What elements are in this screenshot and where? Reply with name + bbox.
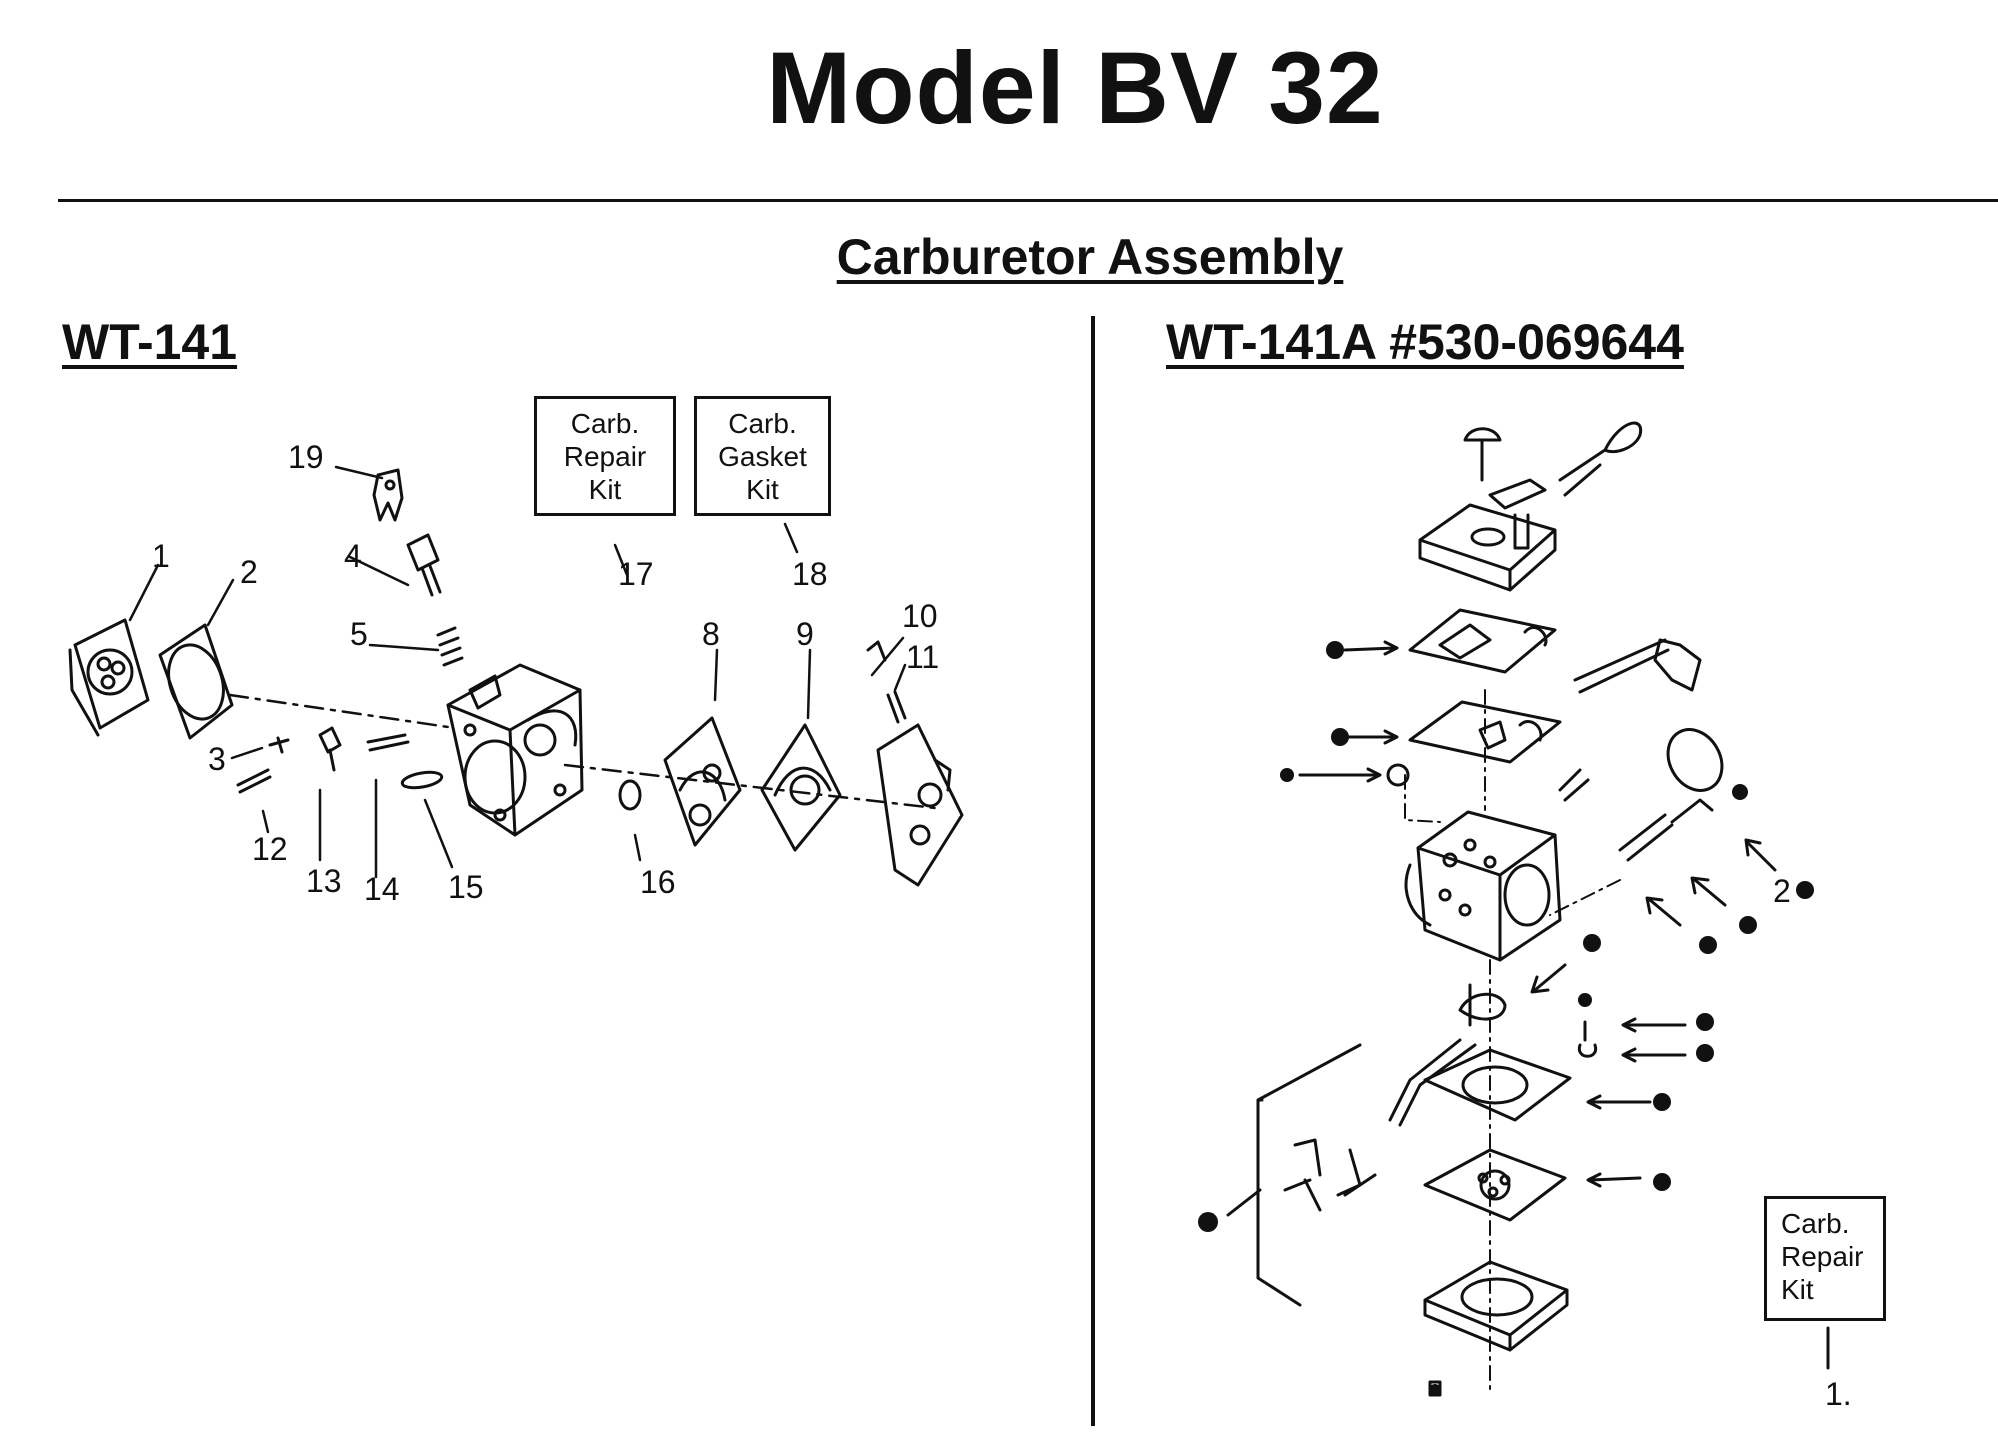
callout-1: 1 bbox=[152, 538, 170, 574]
idle-needle bbox=[1618, 798, 1714, 862]
assembly-axis bbox=[228, 693, 937, 810]
bullet-dot bbox=[1429, 1384, 1441, 1396]
fuel-pump-frame bbox=[1256, 1043, 1362, 1307]
carb-repair-kit-box: Carb. Repair Kit bbox=[534, 396, 676, 516]
metering-diaphragm bbox=[1423, 1148, 1567, 1222]
bullet-dot bbox=[1699, 936, 1717, 954]
lever-bracket bbox=[1488, 478, 1547, 510]
callout-19: 19 bbox=[288, 439, 324, 475]
bullet-dot bbox=[1732, 784, 1748, 800]
leader-lines bbox=[128, 465, 907, 879]
left-heading: WT-141 bbox=[62, 314, 238, 370]
metering-cover bbox=[1423, 1260, 1569, 1352]
top-cover bbox=[1418, 503, 1557, 592]
bullet-dot bbox=[1696, 1044, 1714, 1062]
section-subtitle: Carburetor Assembly bbox=[836, 229, 1344, 285]
part-2-gasket bbox=[158, 623, 234, 740]
right-carb-repair-kit-box: Carb. Repair Kit bbox=[1764, 1196, 1886, 1321]
part-1-cover-plate bbox=[68, 618, 150, 737]
callout-2-right: 2 bbox=[1773, 873, 1791, 909]
part-10-11-cover bbox=[866, 640, 964, 887]
top-screw bbox=[1463, 427, 1502, 482]
bullet-dot bbox=[1280, 768, 1294, 782]
bullet-dot bbox=[1739, 916, 1757, 934]
part-8-gasket bbox=[663, 716, 742, 847]
left-callouts: 1 2 3 4 5 8 9 10 11 12 13 14 15 16 17 18… bbox=[152, 439, 939, 907]
callout-10: 10 bbox=[902, 598, 938, 634]
part-13-needle bbox=[318, 726, 342, 772]
callout-9: 9 bbox=[796, 616, 814, 652]
bullet-dot bbox=[1326, 641, 1344, 659]
part-3-screw bbox=[268, 736, 290, 754]
part-16-washer bbox=[618, 779, 642, 811]
lever-parts bbox=[1283, 1138, 1377, 1212]
kit-line: Carb. bbox=[570, 408, 640, 439]
adjust-needle bbox=[1558, 421, 1643, 497]
left-exploded-view bbox=[68, 465, 964, 887]
callout-15: 15 bbox=[448, 869, 484, 905]
metering-gasket bbox=[1423, 1048, 1572, 1122]
kit-line: Kit bbox=[1781, 1274, 1814, 1305]
callout-17: 17 bbox=[618, 556, 654, 592]
small-washer bbox=[1386, 763, 1410, 787]
kit-line: Repair bbox=[1781, 1241, 1864, 1272]
callout-3: 3 bbox=[208, 741, 226, 777]
bullet-dot bbox=[1331, 728, 1349, 746]
callout-1-right: 1. bbox=[1825, 1376, 1852, 1412]
bullet-dot bbox=[1578, 993, 1592, 1007]
carb-gasket-kit-box: Carb. Gasket Kit bbox=[694, 396, 831, 516]
part-19-lever bbox=[372, 468, 404, 522]
column-divider bbox=[1091, 316, 1095, 1426]
arrows bbox=[1226, 640, 1830, 1370]
part-4-screw bbox=[406, 533, 442, 597]
bullet-dot bbox=[1653, 1093, 1671, 1111]
bullet-dot bbox=[1198, 1212, 1218, 1232]
part-12-pin bbox=[236, 768, 272, 794]
callout-18: 18 bbox=[792, 556, 828, 592]
callout-16: 16 bbox=[640, 864, 676, 900]
bullet-dot bbox=[1696, 1013, 1714, 1031]
kit-line: Repair bbox=[563, 441, 647, 472]
callout-12: 12 bbox=[252, 831, 288, 867]
right-callouts: 2 1. bbox=[1773, 873, 1852, 1412]
callout-11: 11 bbox=[906, 639, 939, 675]
kit-line: Kit bbox=[588, 474, 622, 505]
page-title: Model BV 32 bbox=[766, 31, 1384, 145]
kit-line: Carb. bbox=[728, 408, 797, 439]
callout-13: 13 bbox=[306, 863, 342, 899]
kit-line: Kit bbox=[746, 474, 779, 505]
throttle-area bbox=[1388, 983, 1598, 1127]
callout-2: 2 bbox=[240, 554, 258, 590]
part-15-seal bbox=[400, 770, 444, 790]
bullet-dot bbox=[1583, 934, 1601, 952]
right-heading: WT-141A #530-069644 bbox=[1166, 314, 1684, 370]
choke-shaft bbox=[1558, 638, 1724, 802]
callout-8: 8 bbox=[702, 616, 720, 652]
bullet-dot bbox=[1653, 1173, 1671, 1191]
callout-5: 5 bbox=[350, 616, 368, 652]
bullet-dots bbox=[1198, 641, 1814, 1396]
right-exploded-view bbox=[1226, 421, 1830, 1397]
bullet-dot bbox=[1796, 881, 1814, 899]
part-9-diaphragm bbox=[760, 723, 842, 852]
body-guide-lines bbox=[1404, 689, 1621, 1391]
right-carb-body bbox=[1404, 810, 1562, 962]
kit-line: Carb. bbox=[1781, 1208, 1850, 1239]
title-rule bbox=[58, 199, 1998, 202]
carburetor-body bbox=[446, 663, 584, 837]
upper-gasket bbox=[1408, 608, 1557, 674]
part-14-spring bbox=[366, 733, 410, 752]
callout-4: 4 bbox=[344, 538, 362, 574]
callout-14: 14 bbox=[364, 871, 400, 907]
part-5-spring bbox=[436, 626, 464, 667]
kit-line: Gasket bbox=[718, 441, 807, 472]
